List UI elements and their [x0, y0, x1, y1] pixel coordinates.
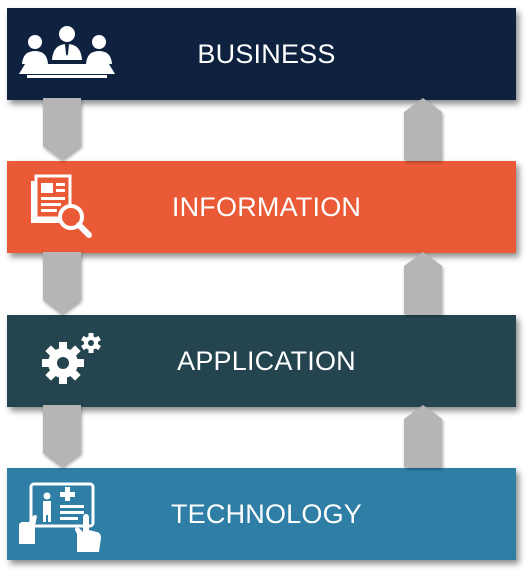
- layer-application: APPLICATION: [7, 315, 516, 407]
- layer-information: INFORMATION: [7, 161, 516, 253]
- down-chevron-icon: [39, 252, 85, 316]
- layer-label: APPLICATION: [177, 345, 356, 376]
- layer-business: BUSINESS: [7, 8, 516, 100]
- layer-label: BUSINESS: [197, 38, 336, 69]
- up-chevron-icon: [400, 96, 446, 160]
- document-search-icon: [13, 167, 121, 247]
- up-chevron-icon: [400, 403, 446, 467]
- down-chevron-icon: [39, 98, 85, 162]
- layer-technology: TECHNOLOGY: [7, 468, 516, 560]
- layer-label: TECHNOLOGY: [170, 498, 363, 529]
- up-chevron-icon: [400, 250, 446, 314]
- layer-label: INFORMATION: [171, 191, 362, 222]
- touchscreen-medical-icon: [13, 474, 121, 554]
- down-chevron-icon: [39, 405, 85, 469]
- gears-icon: [13, 321, 121, 401]
- business-meeting-icon: [13, 14, 121, 94]
